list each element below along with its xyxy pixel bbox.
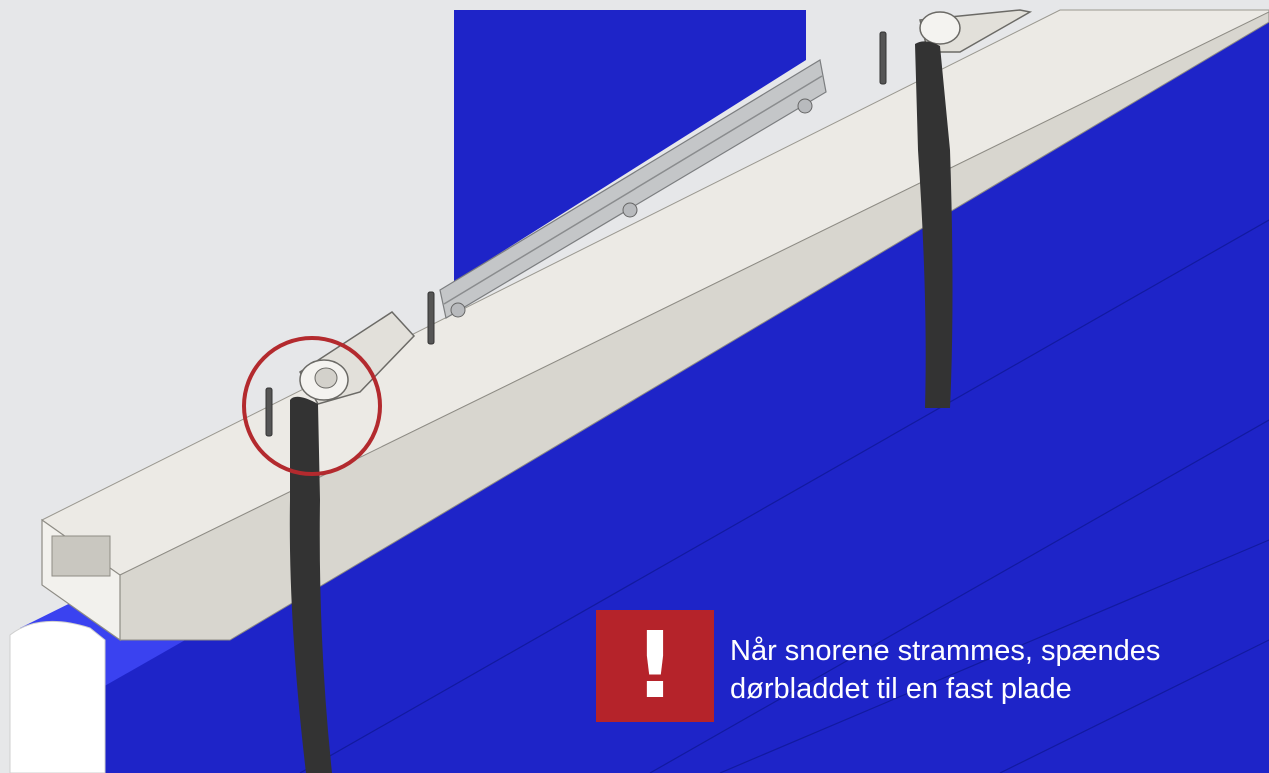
pulley-bracket-left (299, 311, 416, 405)
rail-end-slot (51, 535, 111, 577)
clamp-strip (439, 59, 827, 319)
exclamation-icon: ! (634, 612, 676, 719)
clamp-strip-ridge (443, 75, 823, 305)
warning-badge: ! (596, 610, 714, 722)
warning-callout: ! Når snorene strammes, spændes dørbladd… (596, 610, 1200, 722)
bolt-1 (450, 302, 466, 318)
bolt-2 (622, 202, 638, 218)
pin-2 (427, 291, 435, 345)
strap-left (289, 396, 332, 773)
warning-line-1: Når snorene strammes, spændes (730, 635, 1161, 667)
pins (265, 31, 887, 437)
strap-right (915, 41, 953, 409)
pin-1 (265, 387, 273, 437)
highlight-circle (242, 336, 382, 476)
bolt-3 (797, 98, 813, 114)
pulley-bracket-right (919, 9, 1033, 53)
pin-3 (879, 31, 887, 85)
warning-text: Når snorene strammes, spændes dørbladdet… (730, 632, 1200, 708)
warning-line-2: dørbladdet til en fast plade (730, 673, 1072, 705)
end-cap (9, 620, 106, 773)
upper-door-panel (454, 10, 806, 282)
door-panel (105, 20, 1269, 773)
panel-seams (299, 219, 1269, 773)
